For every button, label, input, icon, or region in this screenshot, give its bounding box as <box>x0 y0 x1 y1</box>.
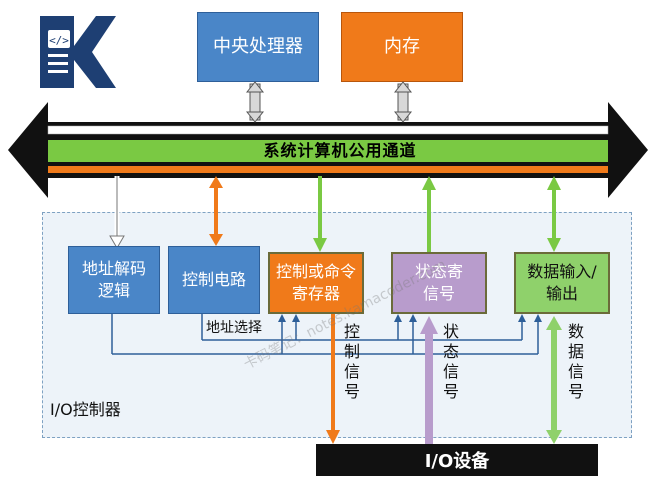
address-select-label: 地址选择 <box>206 320 262 336</box>
memory-box: 内存 <box>341 12 463 82</box>
status-register: 状态寄信号 <box>391 252 487 314</box>
system-bus-label: 系统计算机公用通道 <box>263 141 417 160</box>
command-register: 控制或命令寄存器 <box>268 252 364 314</box>
cpu-bus-link <box>245 81 265 123</box>
bus-white-line <box>47 125 609 135</box>
bus-orange-line <box>48 166 608 173</box>
data-io-block: 数据输入/输出 <box>514 252 610 314</box>
svg-text:</>: </> <box>49 34 69 47</box>
data-signal-label: 数据信号 <box>567 322 584 401</box>
logo-icon: </> <box>40 16 116 88</box>
control-signal-label: 控制信号 <box>343 322 360 401</box>
io-device: I/O设备 <box>316 444 598 476</box>
address-decode-logic: 地址解码逻辑 <box>68 246 160 314</box>
cpu-box: 中央处理器 <box>197 12 319 82</box>
internal-wiring <box>111 314 539 355</box>
status-signal-label: 状态信号 <box>442 322 459 401</box>
memory-bus-link <box>393 81 413 123</box>
control-circuit: 控制电路 <box>168 246 260 314</box>
bus-green-band <box>48 140 608 162</box>
io-controller-label: I/O控制器 <box>50 400 121 419</box>
